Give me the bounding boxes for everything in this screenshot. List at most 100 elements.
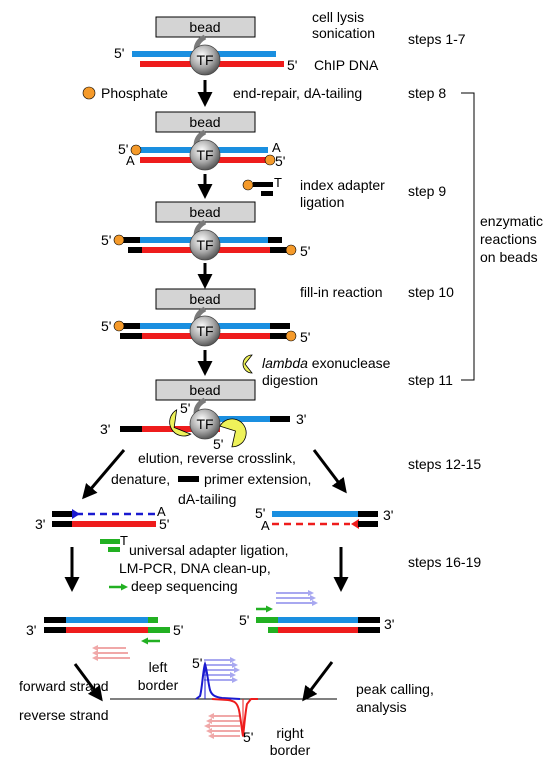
five-prime-label: 5' bbox=[239, 612, 249, 628]
forward-reads-stack bbox=[204, 657, 240, 683]
tf-protein bbox=[189, 229, 221, 261]
exonuclease-word: exonuclease bbox=[308, 355, 391, 371]
analysis-label: analysis bbox=[356, 699, 407, 715]
phosphate-icon bbox=[285, 244, 297, 256]
five-prime-label: 5' bbox=[300, 329, 310, 345]
final-library-left: 3' 5' bbox=[26, 617, 183, 661]
enzymatic-text-2: reactions bbox=[480, 231, 537, 247]
forward-peak-curve bbox=[195, 660, 241, 700]
extension-arrowhead bbox=[72, 509, 80, 519]
read-arrowhead bbox=[312, 600, 318, 606]
sequencing-primer-arrowhead bbox=[266, 605, 273, 613]
left-border-label-1: left bbox=[149, 659, 168, 675]
step-text-end-repair: end-repair, dA-tailing bbox=[233, 85, 362, 101]
phosphate-icon bbox=[130, 144, 142, 156]
stage-end-repair: bead TF 5' 5' A A bbox=[118, 111, 285, 171]
phosphate-label: Phosphate bbox=[101, 85, 168, 101]
bead bbox=[155, 16, 256, 38]
stage-chip-dna: bead TF 5' 5' cell lysis sonication ChIP… bbox=[114, 9, 466, 76]
bead bbox=[155, 201, 256, 223]
phosphate-icon bbox=[264, 154, 276, 166]
phosphate-icon bbox=[242, 179, 254, 191]
stage-primer-extension-right: 5' A 3' bbox=[255, 505, 393, 533]
step-text-lm-pcr: LM-PCR, DNA clean-up, bbox=[119, 560, 271, 576]
three-prime-label: 3' bbox=[383, 507, 393, 523]
five-prime-label: 5' bbox=[101, 232, 111, 248]
bead bbox=[155, 111, 256, 133]
bead-label: bead bbox=[189, 291, 220, 307]
step-text-index-adapter: index adapter bbox=[300, 177, 385, 193]
step-label-16-19: steps 16-19 bbox=[408, 554, 481, 570]
peak-plot: forward strand reverse strand left borde… bbox=[19, 655, 434, 758]
reverse-strand-label: reverse strand bbox=[19, 707, 108, 723]
read-arrowhead bbox=[92, 650, 98, 656]
five-prime-label: 5' bbox=[173, 622, 183, 638]
reverse-reads-stack bbox=[204, 713, 240, 739]
flow-arrow bbox=[302, 661, 334, 702]
lambda-italic: lambda bbox=[262, 355, 308, 371]
read-arrowhead bbox=[230, 657, 236, 663]
three-prime-label: 3' bbox=[296, 411, 306, 427]
step-text-sonication: sonication bbox=[312, 25, 375, 41]
primer-icon bbox=[178, 476, 199, 482]
enzymatic-bracket bbox=[461, 92, 475, 381]
five-prime-label: 5' bbox=[287, 57, 297, 73]
phosphate-icon bbox=[113, 234, 125, 246]
bead bbox=[155, 288, 256, 310]
step-text-chip-dna: ChIP DNA bbox=[314, 57, 379, 73]
stage-fill-in: bead TF 5' 5' bbox=[101, 288, 310, 347]
five-prime-label: 5' bbox=[275, 153, 285, 169]
read-arrowhead bbox=[206, 728, 212, 734]
read-arrowhead bbox=[232, 662, 238, 668]
left-border-label-2: border bbox=[138, 677, 179, 693]
extension-arrowhead bbox=[351, 519, 359, 529]
tf-label: TF bbox=[196, 237, 213, 253]
phosphate-icon bbox=[113, 320, 125, 332]
flow-arrow bbox=[73, 663, 103, 702]
step-text-ligation: ligation bbox=[300, 194, 344, 210]
sequencing-primer-arrowhead bbox=[141, 637, 148, 645]
universal-adapter-bottom bbox=[108, 547, 120, 552]
a-overhang-label: A bbox=[272, 140, 281, 155]
bead-label: bead bbox=[189, 19, 220, 35]
three-prime-label: 3' bbox=[26, 622, 36, 638]
step-text-digestion: digestion bbox=[262, 372, 318, 388]
bead-label: bead bbox=[189, 204, 220, 220]
t-overhang-label: T bbox=[120, 533, 128, 548]
tf-label: TF bbox=[196, 147, 213, 163]
step-label-10: step 10 bbox=[408, 284, 454, 300]
enzymatic-text-3: on beads bbox=[480, 249, 538, 265]
five-prime-label: 5' bbox=[213, 436, 223, 452]
five-prime-label: 5' bbox=[159, 516, 169, 532]
t-overhang-label: T bbox=[274, 175, 282, 190]
right-border-label-1: right bbox=[276, 725, 303, 741]
a-overhang-label: A bbox=[126, 153, 135, 168]
lambda-exonuclease-icon bbox=[169, 409, 192, 437]
reads-reverse-light bbox=[92, 645, 130, 661]
read-arrowhead bbox=[92, 645, 98, 651]
right-border-label-2: border bbox=[270, 742, 311, 758]
step-text-lambda: lambda exonuclease bbox=[262, 355, 391, 371]
five-prime-label: 5' bbox=[255, 505, 265, 521]
read-arrowhead bbox=[92, 655, 98, 661]
three-prime-label: 3' bbox=[384, 616, 394, 632]
lambda-exonuclease-icon bbox=[219, 418, 247, 448]
five-prime-label: 5' bbox=[243, 729, 253, 745]
step-label-1-7: steps 1-7 bbox=[408, 31, 466, 47]
tf-label: TF bbox=[196, 416, 213, 432]
tf-protein bbox=[189, 139, 221, 171]
read-arrowhead bbox=[308, 590, 314, 596]
bead bbox=[155, 379, 256, 401]
five-prime-label: 5' bbox=[101, 318, 111, 334]
step-text-lysis: cell lysis bbox=[312, 9, 364, 25]
read-arrowhead bbox=[310, 595, 316, 601]
reads-forward-light bbox=[276, 590, 318, 606]
stage-primer-extension-left: A 3' 5' bbox=[35, 504, 169, 532]
step-text-deep-sequencing: deep sequencing bbox=[131, 578, 238, 594]
five-prime-label: 5' bbox=[118, 141, 128, 157]
a-overhang-label: A bbox=[261, 518, 270, 533]
read-arrowhead bbox=[232, 677, 238, 683]
tf-label: TF bbox=[196, 52, 213, 68]
read-arrowhead bbox=[234, 667, 240, 673]
peak-calling-label: peak calling, bbox=[356, 681, 434, 697]
